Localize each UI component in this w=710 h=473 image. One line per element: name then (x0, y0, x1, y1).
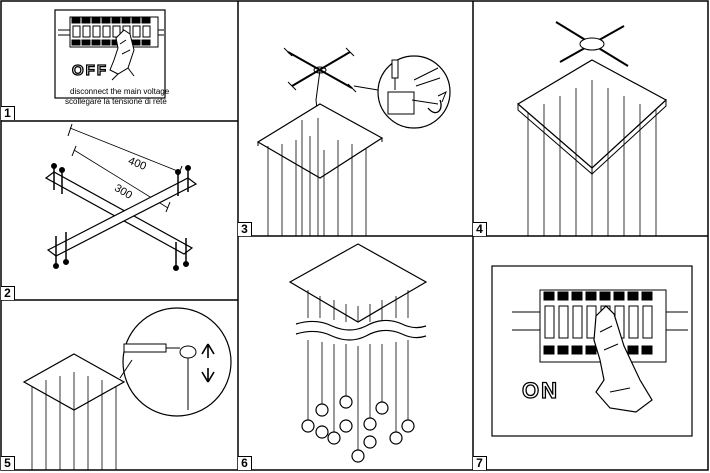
step-number-4: 4 (473, 222, 487, 236)
caption-italian: scollegare la tensione di rete (65, 97, 167, 106)
cable-adjust-diagram (22, 307, 232, 470)
step-number-5: 5 (1, 456, 15, 470)
breaker-diagram-off (54, 9, 166, 99)
step-number-3: 3 (238, 222, 252, 236)
canopy-fixed-diagram (516, 21, 668, 236)
step-number-7: 7 (473, 456, 487, 470)
off-label: OFF (71, 61, 108, 79)
caption-english: disconnect the main voltage (70, 87, 170, 96)
step-number-1: 1 (1, 106, 15, 120)
wiring-diagram (256, 47, 451, 236)
on-label: ON (521, 377, 559, 403)
mounting-bracket-diagram (44, 123, 198, 271)
step-number-6: 6 (238, 456, 252, 470)
step-number-2: 2 (1, 286, 15, 300)
breaker-diagram-on (491, 265, 693, 437)
chandelier-diagram (288, 243, 428, 463)
